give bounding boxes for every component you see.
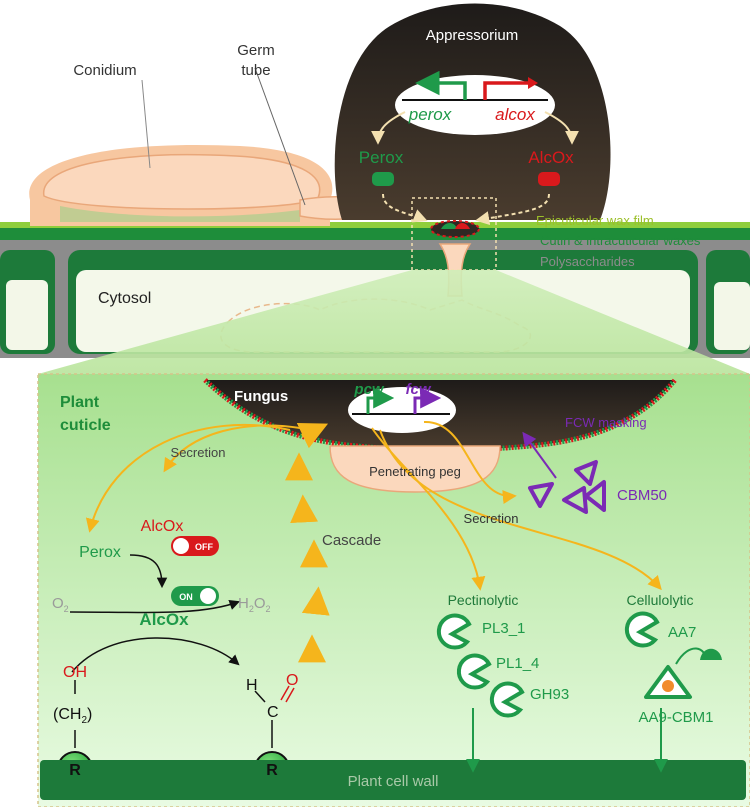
secretion-right-label: Secretion [464, 511, 519, 526]
zoom-cone [38, 270, 750, 374]
perox-promoter-arrow [415, 70, 467, 100]
alcox-secretion-arrow [475, 193, 550, 226]
cutin-label: Cutin & intracuticular waxes [540, 233, 701, 248]
secretion-left-label: Secretion [171, 445, 226, 460]
cutin-layer [0, 226, 750, 240]
wax-film-label: Epicuticular wax film [536, 213, 654, 228]
gh93-label: GH93 [530, 686, 569, 703]
cascade-arrows [285, 422, 330, 663]
aldehyde-c-label: C [267, 704, 279, 721]
aldehyde-o-label: O [286, 672, 298, 689]
ch2-label: (CH2) [53, 706, 92, 726]
conidium-leader [141, 79, 151, 169]
on-switch [171, 586, 219, 606]
alcox-protein-label: AlcOx [528, 148, 574, 167]
h2o2-label: H2O2 [238, 595, 271, 614]
plant-cuticle-label-line1: Plant [60, 394, 100, 411]
penetrating-peg-shape [329, 445, 501, 493]
appressorium-label: Appressorium [426, 27, 519, 44]
perox-expression-arrow [371, 111, 406, 145]
alcox-inactive-label: AlcOx [141, 518, 184, 535]
oxidation-arrow [71, 637, 240, 673]
wax-film [0, 222, 750, 228]
plant-cell-wall-bar [40, 760, 746, 800]
pectinolytic-enzymes [436, 613, 525, 718]
pectinolytic-label: Pectinolytic [448, 592, 519, 608]
aa7-label: AA7 [668, 624, 696, 641]
switch-on-label: ON [179, 592, 193, 602]
fcw-masking-label: FCW masking [565, 415, 647, 430]
perox-secretion-arrow [382, 193, 428, 223]
cytosol-label: Cytosol [98, 290, 151, 307]
bond-ald-o-2 [280, 685, 290, 701]
secretion-arrow-perox [85, 423, 291, 533]
conidium [29, 144, 333, 226]
switch-off-label: OFF [195, 542, 213, 552]
alcox-expression-arrow [544, 111, 579, 145]
secretion-arrow-cbm50 [423, 420, 517, 504]
pl3-1-label: PL3_1 [482, 620, 525, 637]
germ-tube-label-line1: Germ [237, 42, 275, 59]
o2-label: O2 [52, 595, 69, 614]
cascade-label: Cascade [322, 532, 381, 549]
fungus-membrane-red [203, 378, 677, 453]
bond-ald-h [254, 690, 266, 703]
gene-fcw-label: fcw [405, 381, 431, 398]
r-label-left: R [69, 762, 81, 779]
cbm50-label: CBM50 [617, 487, 667, 504]
hydroxyl-label: OH [63, 664, 87, 681]
alcox-arrowhead [528, 77, 538, 89]
secretion-arrow-alcox [163, 424, 301, 473]
arrow-to-cellulolytic [379, 429, 662, 591]
alcox-at-site [455, 223, 470, 229]
gene-perox-label: perox [408, 105, 452, 124]
r-label-right: R [266, 762, 278, 779]
plant-cuticle-label-line2: cuticle [60, 417, 111, 434]
aldehyde-h-label: H [246, 677, 258, 694]
cbm50-shapes [528, 460, 606, 514]
cellulolytic-enzymes [624, 611, 722, 699]
fcw-masking-arrow [522, 431, 557, 479]
alcox-promoter-arrow [483, 81, 528, 100]
germ-tube-leader [254, 67, 306, 206]
activation-arrow [129, 554, 168, 589]
gene-pcw-label: pcw [353, 381, 385, 398]
polysaccharides-label: Polysaccharides [540, 254, 635, 269]
perox-protein-label: Perox [359, 148, 404, 167]
cellulolytic-label: Cellulolytic [627, 592, 694, 608]
perox-at-site [441, 223, 457, 229]
arrow-to-pectinolytic [371, 427, 486, 591]
conidium-label: Conidium [73, 62, 136, 79]
bond-ald-o-1 [285, 687, 295, 703]
perox-label: Perox [79, 544, 121, 561]
off-switch [171, 536, 219, 556]
plant-cell-wall-label: Plant cell wall [348, 773, 439, 790]
penetrating-peg-label: Penetrating peg [369, 464, 461, 479]
pcw-promoter-arrow [366, 387, 395, 414]
germ-tube-label-line2: tube [241, 62, 270, 79]
alcox-protein-blob [538, 172, 560, 186]
fungus-label: Fungus [234, 388, 288, 405]
aa9-cbm1-label: AA9-CBM1 [638, 709, 713, 726]
pl1-4-label: PL1_4 [496, 655, 539, 672]
oxygen-arrow [69, 599, 240, 614]
perox-protein-blob [372, 172, 394, 186]
fcw-promoter-arrow [413, 387, 442, 414]
alcox-active-label: AlcOx [139, 610, 189, 629]
gene-alcox-label: alcox [495, 105, 535, 124]
